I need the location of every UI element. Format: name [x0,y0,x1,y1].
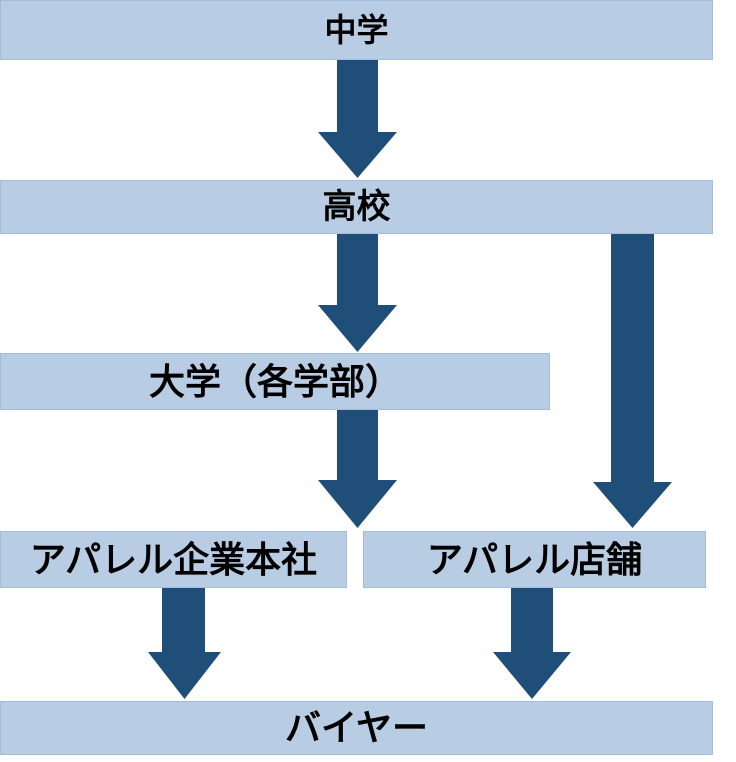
node-university-label: 大学（各学部） [148,360,401,402]
node-buyer-label: バイヤー [285,707,428,748]
node-university: 大学（各学部） [0,353,550,410]
down-arrow-apparel-hq-to-buyer [148,588,221,699]
node-apparel-hq: アパレル企業本社 [0,531,347,588]
down-arrow-university-to-apparel [318,410,397,528]
down-arrow-high-school-to-university [318,234,397,352]
node-buyer: バイヤー [0,701,713,755]
node-high-school-label: 高校 [322,188,391,226]
node-middle-school-label: 中学 [324,12,389,48]
down-arrow-high-school-to-apparel-store [593,234,672,528]
node-apparel-store-label: アパレル店舗 [426,538,643,580]
node-apparel-hq-label: アパレル企業本社 [29,538,318,580]
down-arrow-middle-school-to-high-school [318,60,397,178]
node-middle-school: 中学 [0,0,713,60]
node-high-school: 高校 [0,180,713,234]
down-arrow-apparel-store-to-buyer [493,588,571,699]
node-apparel-store: アパレル店舗 [363,531,706,588]
